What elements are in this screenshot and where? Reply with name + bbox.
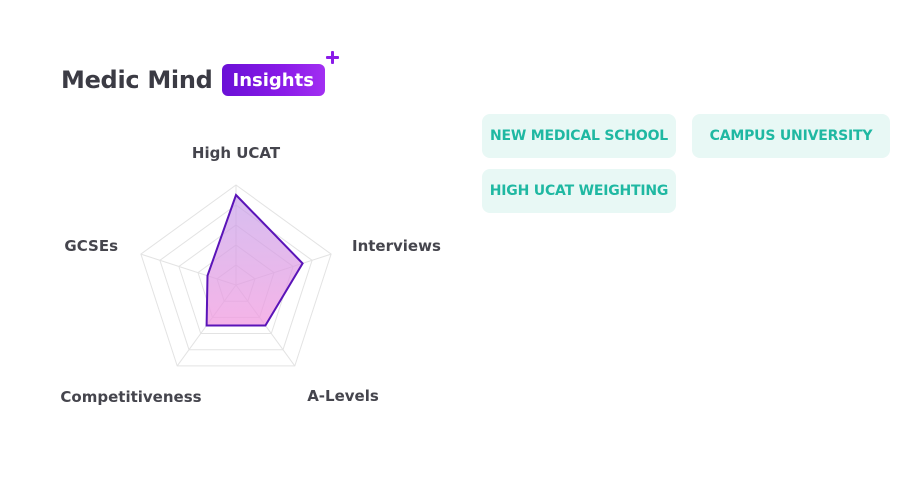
- tag-label: CAMPUS UNIVERSITY: [709, 128, 873, 144]
- insights-badge: Insights: [221, 51, 339, 96]
- series-polygon: [205, 193, 304, 327]
- tag-campus-university: CAMPUS UNIVERSITY: [692, 114, 890, 158]
- plus-icon: [325, 51, 339, 64]
- axis-label-interviews: Interviews: [352, 237, 441, 255]
- tag-label: HIGH UCAT WEIGHTING: [489, 183, 669, 199]
- brand-logo: Medic Mind Insights: [61, 51, 339, 98]
- axis-label-high-ucat: High UCAT: [192, 144, 281, 162]
- tag-new-medical-school: NEW MEDICAL SCHOOL: [482, 114, 676, 158]
- grid-ring: [140, 184, 332, 367]
- radar-axis-labels: High UCAT Interviews A-Levels Competitiv…: [60, 144, 441, 406]
- axis-label-competitiveness: Competitiveness: [60, 388, 201, 406]
- brand-name: Medic Mind: [61, 66, 213, 94]
- insights-badge-label: Insights: [232, 69, 314, 91]
- tag-high-ucat-weighting: HIGH UCAT WEIGHTING: [482, 169, 676, 213]
- axis-label-a-levels: A-Levels: [307, 387, 379, 405]
- grid-ring: [159, 204, 313, 351]
- axis-label-gcses: GCSEs: [64, 237, 118, 255]
- radar-series: [205, 193, 304, 327]
- tag-label: NEW MEDICAL SCHOOL: [489, 128, 669, 144]
